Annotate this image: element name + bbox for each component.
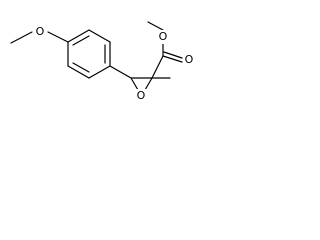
benzene-ring [67, 29, 111, 79]
atom-label-epoxide-o: O [137, 89, 146, 102]
atom-label-methoxy-o: O [36, 25, 45, 38]
atom-ester-alkoxy-o: O [157, 30, 169, 44]
bond-carbonyl-o-double-a [162, 55, 183, 63]
ring-double-bond-3 [72, 62, 90, 73]
bond-c2-carbonyl [151, 55, 164, 79]
ring-bond-1 [67, 29, 90, 43]
bond-aryl-c3 [109, 65, 132, 79]
bond-c2-o [144, 77, 153, 91]
bond-ester-o-methyl [147, 21, 164, 31]
atom-ester-carbonyl-o: O [183, 53, 195, 67]
epoxide-ring [130, 77, 153, 91]
ring-bond-2 [88, 29, 111, 43]
chemical-structure: O O O O [10, 21, 195, 103]
bond-methoxy-o-ring [47, 31, 69, 43]
bond-c3-o [130, 77, 139, 91]
ring-bond-5 [67, 65, 90, 79]
ring-double-bond-1 [72, 35, 90, 46]
bond-carbonyl-o-double-b [163, 51, 183, 59]
atom-epoxide-o: O [135, 89, 147, 103]
atom-label-ester-carbonyl-o: O [185, 53, 194, 66]
ring-bond-4 [88, 65, 111, 79]
bond-methoxy-methyl [10, 31, 33, 44]
atom-label-ester-alkoxy-o: O [159, 30, 168, 43]
atom-methoxy-o: O [34, 25, 46, 39]
